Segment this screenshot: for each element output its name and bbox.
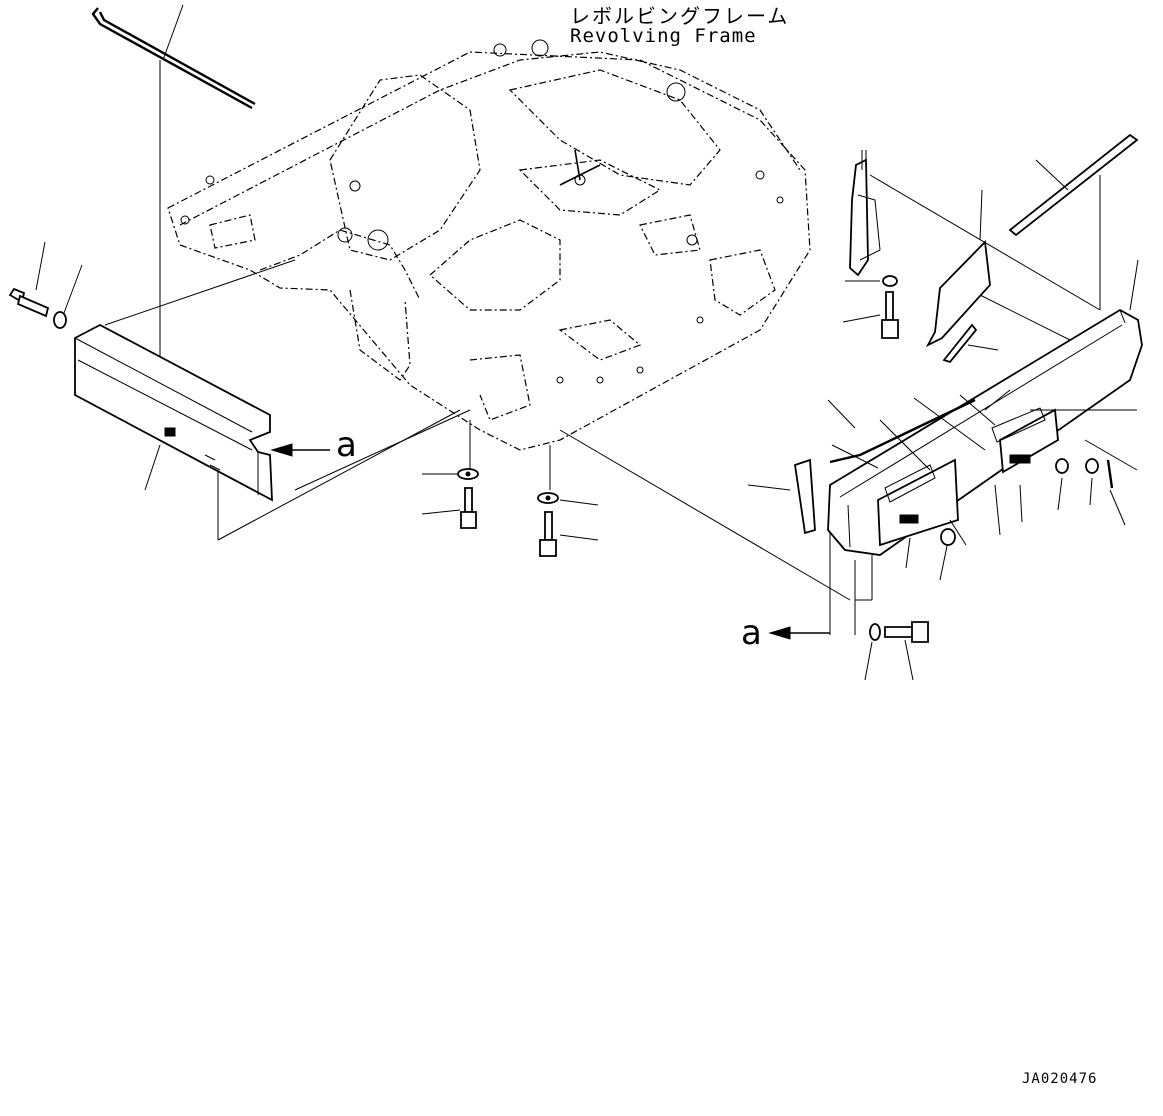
title-english: Revolving Frame	[570, 25, 757, 47]
lower-washer	[869, 623, 881, 641]
revolving-frame	[167, 39, 811, 451]
spring-pin	[1106, 459, 1114, 489]
left-bolt	[8, 287, 50, 318]
lower-bolt	[884, 621, 929, 643]
reference-label-a-left: a	[336, 425, 357, 465]
counterweight	[827, 308, 1143, 556]
left-side-cover	[74, 323, 273, 502]
center-washer-bolt-2	[537, 492, 559, 557]
bracket-assembly	[849, 150, 881, 277]
reference-arrow-1	[270, 443, 330, 457]
top-rod	[91, 7, 256, 110]
nut-2	[1085, 458, 1099, 474]
rubber-seal-plate	[925, 240, 991, 348]
callout-leader-lines	[35, 159, 1139, 681]
nut-1	[1055, 458, 1069, 474]
left-washer	[53, 311, 67, 329]
center-washer-bolt-1	[457, 468, 479, 529]
upper-strip	[1008, 133, 1139, 237]
right-washer-upper	[882, 275, 898, 287]
reference-label-a-right: a	[741, 613, 762, 653]
clip-left	[793, 458, 816, 535]
title-japanese: レボルビングフレーム	[570, 4, 790, 28]
small-seal-strip	[942, 323, 978, 364]
black-seal-strip	[829, 398, 976, 464]
right-bolt-upper	[881, 291, 899, 339]
drawing-id: JA020476	[1022, 1071, 1098, 1087]
reference-arrow-2	[768, 626, 830, 640]
counterweight-washer	[940, 528, 956, 546]
